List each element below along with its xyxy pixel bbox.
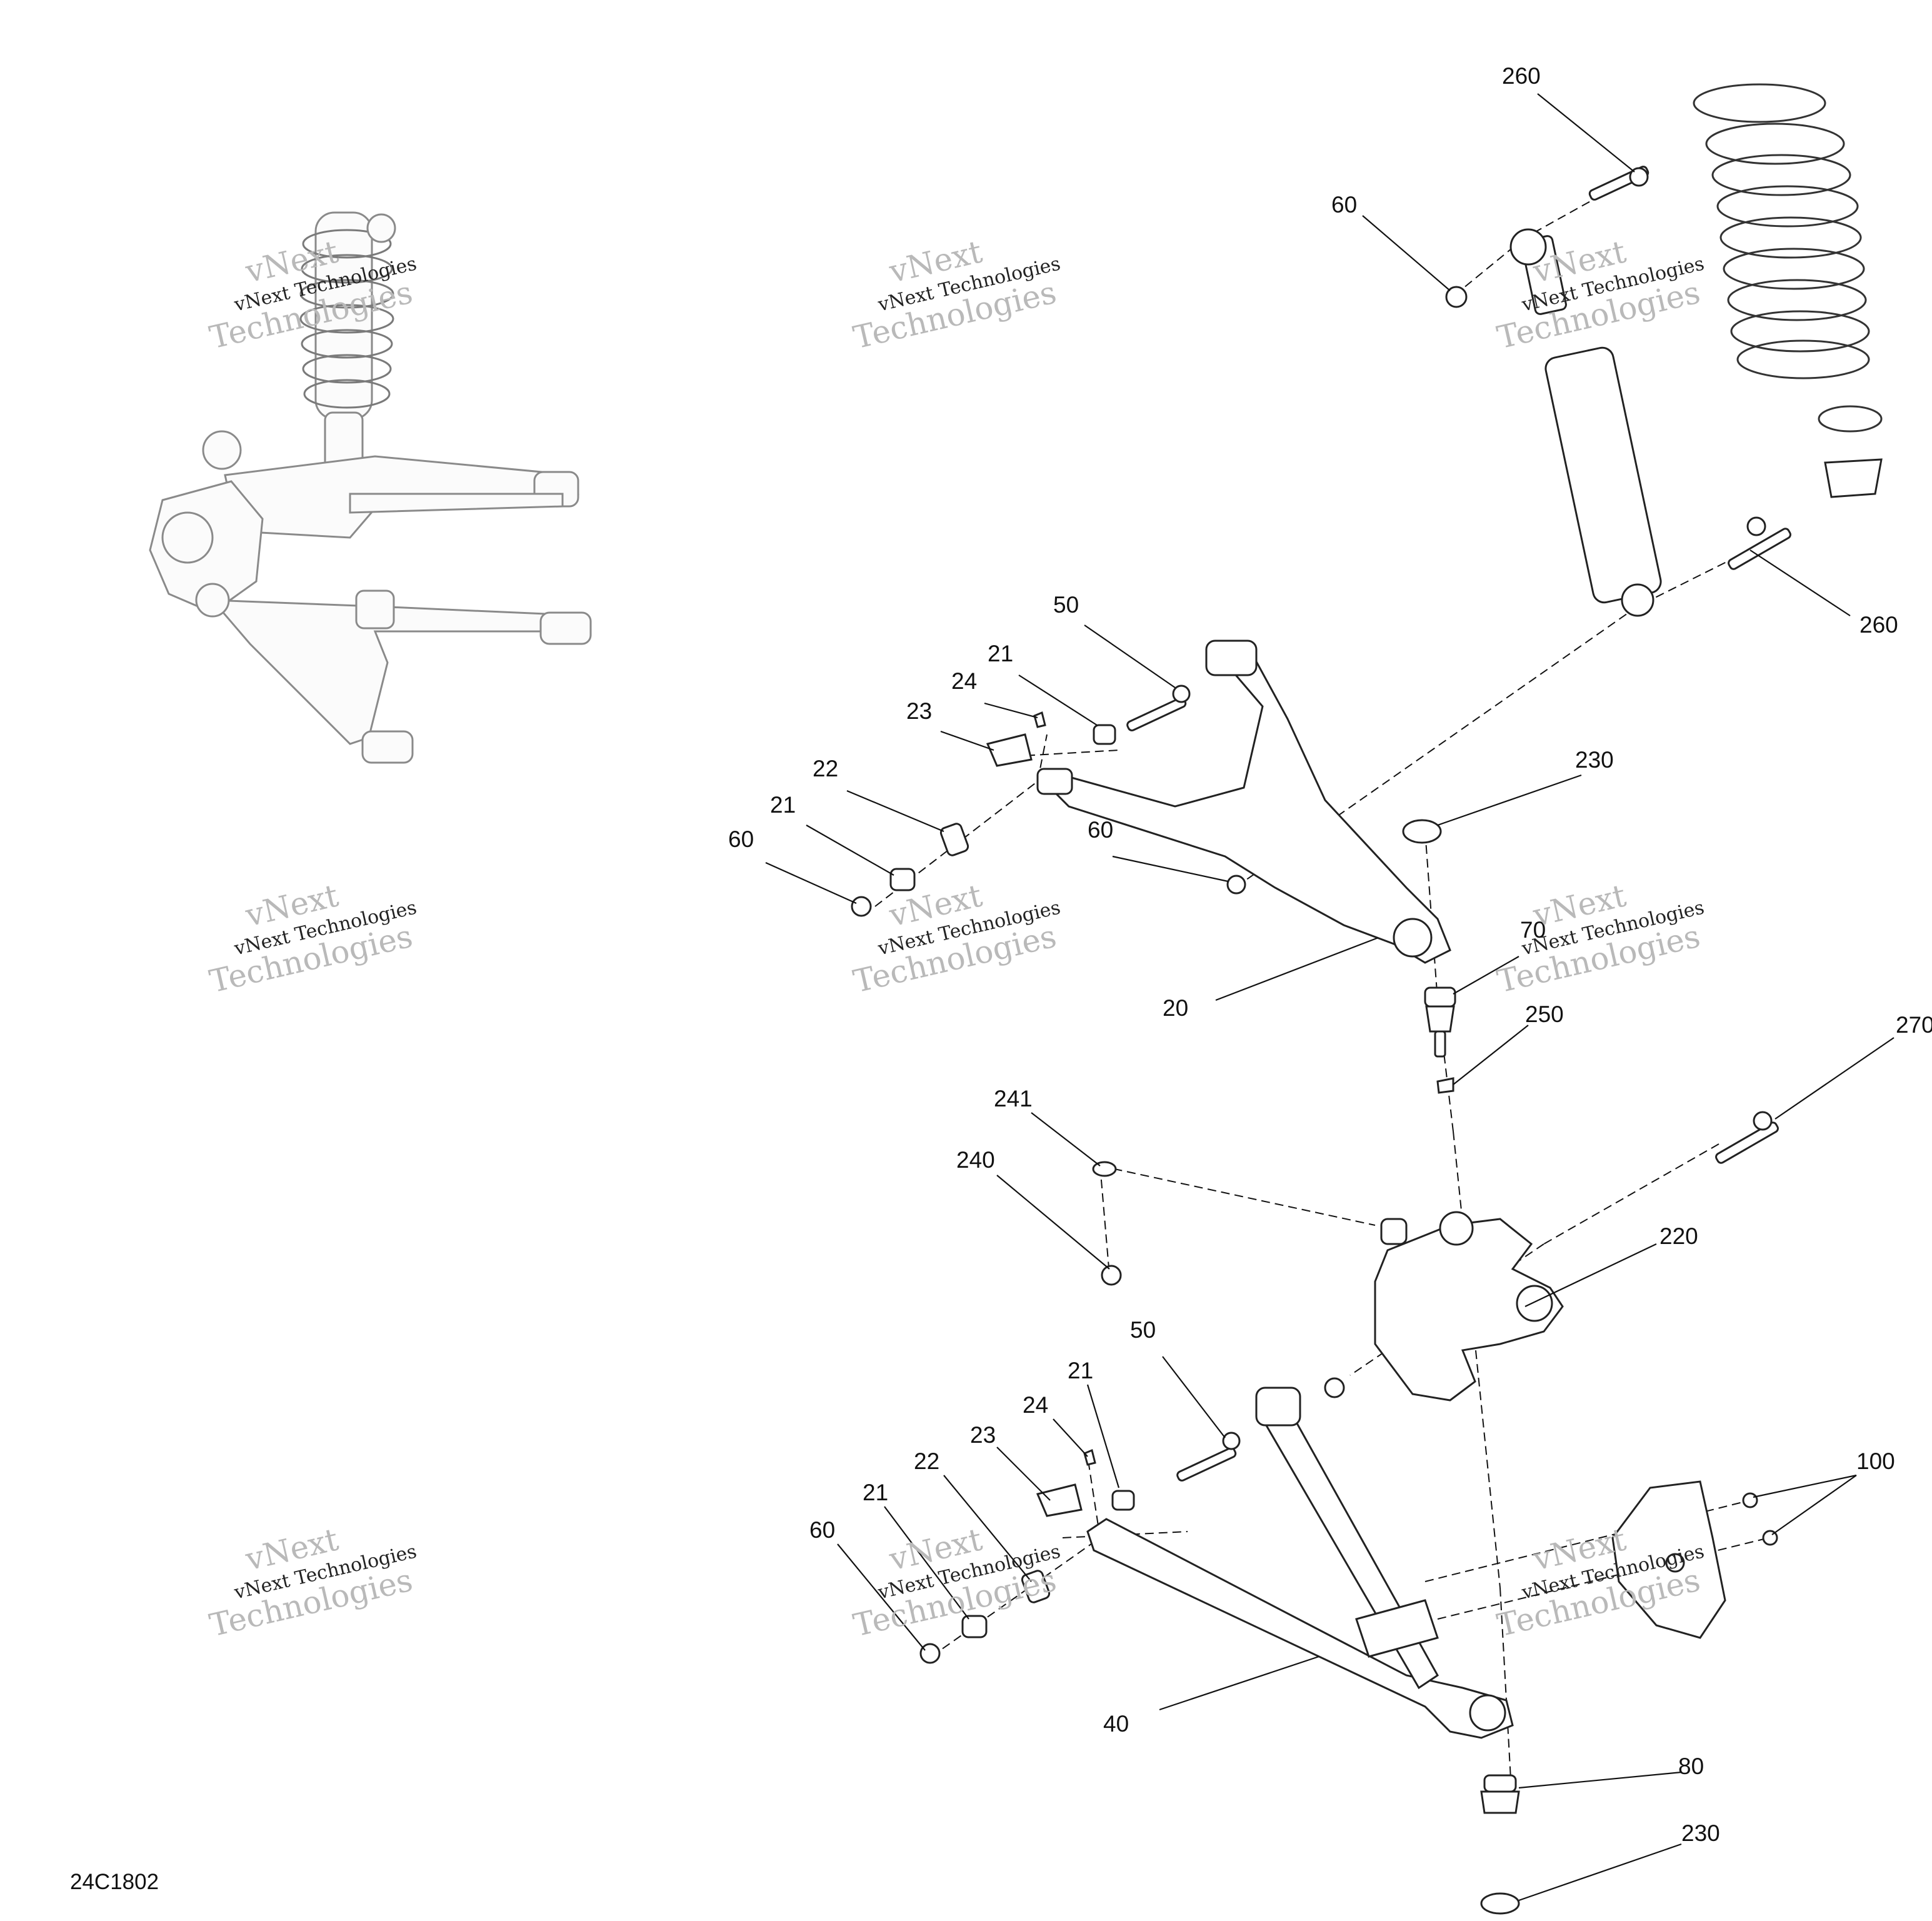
skid-guard-plate	[1611, 1480, 1726, 1639]
callout-230-lower: 230	[1681, 1820, 1720, 1846]
callout-40: 40	[1103, 1711, 1129, 1737]
callout-21-upper-a: 21	[988, 641, 1013, 666]
callout-20: 20	[1163, 995, 1188, 1021]
lower-a-arm	[1086, 1387, 1514, 1739]
ball-joint-80	[1480, 1774, 1520, 1814]
callout-60-upper: 60	[728, 826, 754, 852]
callout-220: 220	[1659, 1223, 1698, 1249]
nut-60-top	[1445, 286, 1468, 308]
shock-absorber	[1509, 228, 1662, 617]
coil-spring	[1693, 83, 1883, 498]
ball-joint-70	[1424, 986, 1456, 1058]
upper-a-arm	[1036, 639, 1451, 964]
bolt-260-top	[1588, 166, 1649, 201]
callout-250: 250	[1525, 1001, 1564, 1027]
nut-knuckle	[1324, 1377, 1345, 1398]
callout-260-lower: 260	[1859, 612, 1898, 638]
callout-60-lower: 60	[809, 1517, 835, 1543]
callout-22-upper: 22	[813, 756, 838, 781]
retaining-ring-230	[1402, 819, 1442, 844]
callout-21-lower-b: 21	[863, 1480, 888, 1505]
callout-24-lower: 24	[1023, 1392, 1048, 1418]
assembled-suspension-view	[149, 211, 592, 764]
callout-60-arm: 60	[1088, 817, 1113, 843]
bolt-260-lower	[1728, 516, 1791, 570]
callout-241: 241	[994, 1086, 1033, 1111]
nut-240	[1101, 1265, 1122, 1286]
callout-22-lower: 22	[914, 1448, 939, 1474]
bolt-270	[1715, 1111, 1779, 1164]
retaining-ring-230-lower	[1480, 1892, 1520, 1915]
callout-leader-lines	[765, 93, 1894, 1902]
callout-21-upper-b: 21	[770, 792, 796, 818]
steering-knuckle	[1374, 1211, 1564, 1402]
washer-241	[1092, 1161, 1117, 1177]
callout-100: 100	[1856, 1448, 1895, 1474]
callout-23-lower: 23	[970, 1422, 996, 1448]
clip-250	[1436, 1077, 1454, 1094]
callout-260-top: 260	[1502, 63, 1541, 89]
callout-230-upper: 230	[1575, 747, 1614, 773]
callout-60-top: 60	[1331, 192, 1357, 218]
callout-24-upper: 24	[951, 668, 977, 694]
callout-270: 270	[1896, 1012, 1932, 1038]
callout-240: 240	[956, 1147, 995, 1173]
callout-50-lower: 50	[1130, 1317, 1156, 1343]
callout-70: 70	[1520, 917, 1546, 943]
callout-23-upper: 23	[906, 698, 932, 724]
callout-50-upper: 50	[1053, 592, 1079, 618]
drawing-code: 24C1802	[70, 1870, 159, 1894]
callout-labels: 260 60 260 50 21 24 23 22 21 60 60 230 7…	[728, 63, 1932, 1846]
lower-arm-hardware	[919, 1432, 1241, 1664]
callout-21-lower-a: 21	[1068, 1358, 1093, 1383]
callout-80: 80	[1678, 1753, 1704, 1779]
upper-arm-hardware	[851, 685, 1246, 917]
